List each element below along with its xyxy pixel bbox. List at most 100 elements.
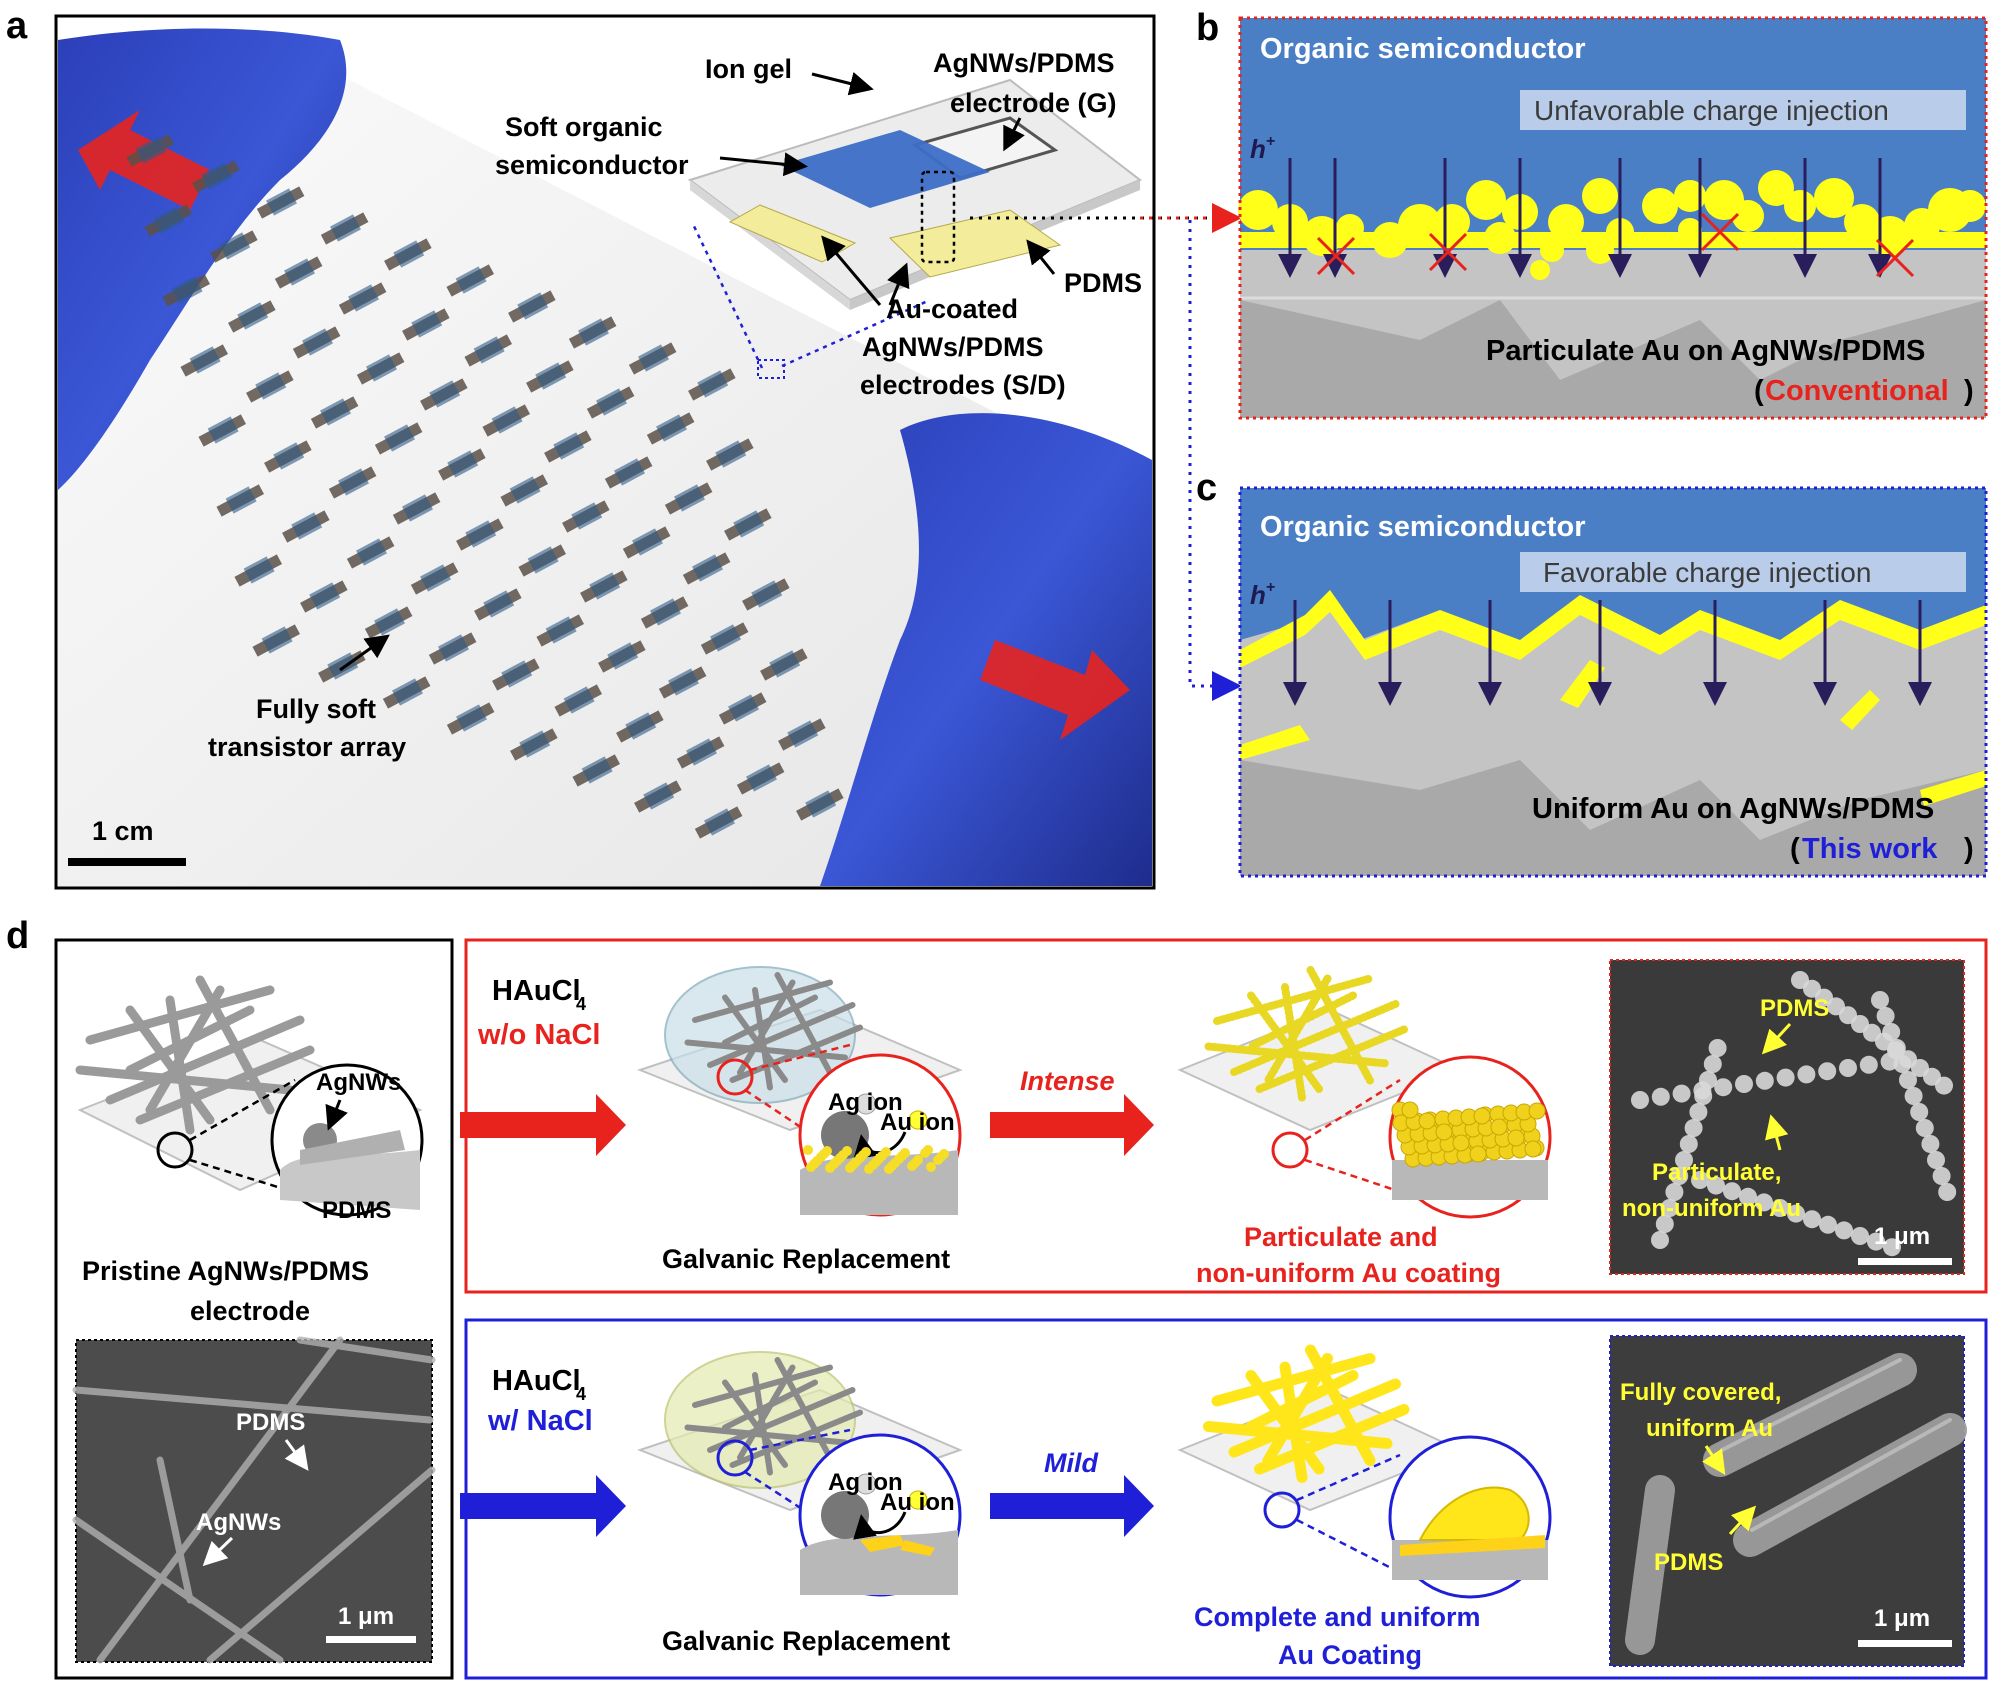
- au-bead: [1684, 1119, 1703, 1137]
- au-ball: [1418, 1112, 1436, 1130]
- channel: [261, 626, 293, 654]
- transistor: [420, 378, 468, 411]
- au-bead: [1818, 1062, 1837, 1081]
- channel: [686, 738, 717, 766]
- au-ball: [1524, 1140, 1542, 1158]
- transistor: [274, 256, 323, 289]
- hole-sup-b: +: [1266, 133, 1275, 150]
- transistor: [126, 134, 175, 167]
- transistor: [796, 788, 844, 821]
- nanowire: [125, 1005, 255, 1075]
- channel: [189, 346, 221, 374]
- panel-letter-c: c: [1196, 467, 1217, 509]
- transistor: [688, 368, 736, 401]
- panel-letter-d: d: [6, 915, 29, 957]
- nanowire: [722, 994, 818, 1046]
- nanowire: [1262, 1353, 1333, 1466]
- channel: [456, 704, 487, 732]
- au-bead: [1938, 1183, 1957, 1201]
- au-bead: [1660, 1199, 1679, 1217]
- nanowire: [125, 1005, 215, 1125]
- au-bead: [1755, 1193, 1773, 1212]
- transistor: [554, 684, 603, 717]
- transistor: [500, 474, 549, 507]
- channel: [668, 668, 699, 696]
- blocked-injection-crosses: [1316, 212, 1915, 278]
- nanowire: [692, 1364, 833, 1408]
- transistor: [572, 754, 621, 787]
- transistor: [586, 386, 635, 419]
- transistor: [310, 396, 359, 429]
- nanowire: [737, 1364, 796, 1461]
- transistor: [246, 370, 294, 403]
- transistor: [664, 482, 713, 515]
- au-particle: [1582, 178, 1618, 214]
- channel: [638, 344, 669, 372]
- transistor: [210, 230, 258, 263]
- transistor: [300, 580, 348, 613]
- channel: [135, 136, 167, 164]
- transistor: [162, 274, 211, 307]
- sem-pdms-label: PDMS: [236, 1409, 305, 1436]
- channel: [243, 556, 275, 584]
- panel-letter-a: a: [6, 5, 28, 47]
- au-particle: [1548, 204, 1584, 240]
- au-bead: [1851, 1227, 1869, 1245]
- channel: [519, 730, 551, 758]
- caption-b-open: (: [1754, 375, 1764, 407]
- transistor: [544, 430, 592, 463]
- au-particle: [1954, 190, 1986, 222]
- channel: [578, 318, 609, 346]
- channel: [535, 362, 567, 390]
- au-bead: [1699, 1071, 1717, 1089]
- sem-top-note-1: Particulate,: [1652, 1159, 1781, 1186]
- au-bead: [1651, 1087, 1670, 1106]
- au-ball: [1473, 1107, 1491, 1125]
- result-bottom-1: Complete and uniform: [1194, 1602, 1481, 1632]
- au-bead: [1691, 1171, 1709, 1189]
- banner-b: Unfavorable charge injection: [1534, 95, 1889, 126]
- transistor: [676, 736, 725, 769]
- transistor: [682, 552, 731, 585]
- channel: [625, 712, 657, 740]
- transistor: [568, 316, 617, 349]
- sem-bottom-note-1: Fully covered,: [1620, 1379, 1781, 1406]
- au-ball: [939, 1149, 949, 1159]
- channel: [309, 582, 341, 610]
- au-ball: [803, 1145, 813, 1155]
- nanowire: [1228, 1378, 1401, 1458]
- hole-arrows-b: [1278, 158, 1892, 278]
- label-array-1: Fully soft: [256, 694, 376, 724]
- au-ball: [812, 1156, 822, 1166]
- nanowire: [1255, 1025, 1408, 1093]
- process-bottom: Galvanic Replacement: [662, 1626, 950, 1656]
- transistor: [234, 554, 283, 587]
- transistor: [282, 510, 330, 543]
- caption-c-open: (: [1790, 833, 1800, 865]
- transistor: [252, 624, 301, 657]
- rate-bottom: Mild: [1044, 1448, 1098, 1478]
- au-bead: [1714, 1078, 1733, 1097]
- condition-bottom: w/ NaCl: [487, 1405, 593, 1437]
- transistor: [508, 290, 556, 323]
- transistor: [778, 718, 826, 751]
- transistor: [562, 500, 610, 533]
- result-top-1: Particulate and: [1244, 1222, 1438, 1252]
- au-bead: [1932, 1167, 1951, 1185]
- channel: [733, 510, 765, 538]
- uniform-au-layer: [1240, 590, 1986, 668]
- transistor: [402, 308, 450, 341]
- transistor: [382, 676, 431, 709]
- nanowire: [85, 985, 275, 1045]
- channel: [366, 354, 397, 382]
- channel: [581, 756, 613, 784]
- transistor: [364, 606, 413, 639]
- channel: [517, 292, 549, 320]
- hole-sup-c: +: [1266, 579, 1275, 596]
- transistor: [622, 526, 671, 559]
- title-c: Organic semiconductor: [1260, 511, 1586, 543]
- nanowire: [195, 975, 275, 1115]
- au-ball: [825, 1163, 835, 1173]
- transistor: [526, 360, 574, 393]
- au-bead: [1904, 1087, 1923, 1105]
